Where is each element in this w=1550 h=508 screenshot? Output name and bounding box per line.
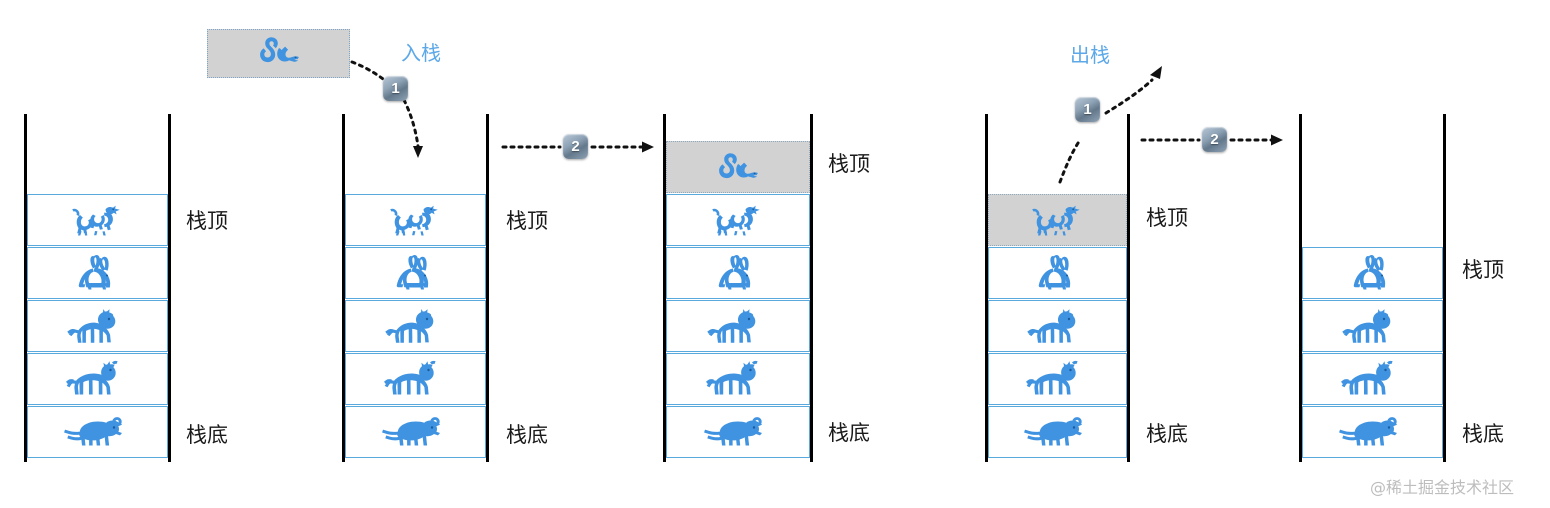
tiger-icon xyxy=(707,307,769,345)
stack-cell-ox[interactable] xyxy=(1302,353,1443,405)
stack-cell-dragon[interactable] xyxy=(27,194,168,246)
stack-wall-right xyxy=(1127,114,1130,462)
push-step-2-badge: 2 xyxy=(563,134,588,159)
tiger-icon xyxy=(66,307,129,345)
stack-cell-rabbit[interactable] xyxy=(27,247,168,299)
stack-cell-dragon[interactable] xyxy=(345,194,486,246)
stack-cell-rat[interactable] xyxy=(666,406,810,458)
ox-icon xyxy=(1340,360,1405,398)
stack-wall-left xyxy=(24,114,27,462)
stack-cell-rabbit[interactable] xyxy=(988,247,1127,299)
stack-cell-ox[interactable] xyxy=(666,353,810,405)
ox-icon xyxy=(1025,360,1090,398)
stack-cell-tiger[interactable] xyxy=(666,300,810,352)
stack-wall-right xyxy=(810,114,813,462)
stack-cells xyxy=(1302,247,1443,458)
stack-wall-right xyxy=(168,114,171,462)
snake-icon xyxy=(710,150,766,184)
push-operation-label: 入栈 xyxy=(401,41,441,65)
stack-cell-rat[interactable] xyxy=(345,406,486,458)
stack-after-pop xyxy=(1299,114,1446,462)
stack-cell-snake[interactable] xyxy=(666,141,810,193)
stack1-bottom-label: 栈底 xyxy=(186,423,228,447)
ox-icon xyxy=(383,360,448,398)
stack-cell-rat[interactable] xyxy=(988,406,1127,458)
stack-cell-dragon[interactable] xyxy=(666,194,810,246)
dragon-icon xyxy=(386,200,446,240)
rat-icon xyxy=(1338,416,1408,448)
tiger-icon xyxy=(384,307,447,345)
stack-before-pop xyxy=(985,114,1130,462)
stack-cell-tiger[interactable] xyxy=(988,300,1127,352)
pop-operation-label: 出栈 xyxy=(1070,43,1110,67)
stack5-top-label: 栈顶 xyxy=(1462,258,1504,282)
stack4-bottom-label: 栈底 xyxy=(1146,422,1188,446)
tiger-icon xyxy=(1026,307,1089,345)
push-step-1-badge: 1 xyxy=(383,76,408,101)
dragon-icon xyxy=(708,200,768,240)
stack-after-push xyxy=(663,114,813,462)
watermark: @稀土掘金技术社区 xyxy=(1370,478,1515,497)
rabbit-icon xyxy=(393,253,439,293)
stack1-top-label: 栈顶 xyxy=(186,209,228,233)
stack-cell-tiger[interactable] xyxy=(345,300,486,352)
stack-cell-ox[interactable] xyxy=(27,353,168,405)
stack-wall-right xyxy=(1443,114,1446,462)
stack-wall-left xyxy=(985,114,988,462)
rat-icon xyxy=(63,416,133,448)
stack-cells xyxy=(345,194,486,458)
floating-push-item xyxy=(207,29,350,78)
stack-cells xyxy=(27,194,168,458)
stack-cell-rat[interactable] xyxy=(27,406,168,458)
stack2-bottom-label: 栈底 xyxy=(506,423,548,447)
stack4-top-label: 栈顶 xyxy=(1146,206,1188,230)
pop-step-2-badge: 2 xyxy=(1202,127,1227,152)
stack-cell-rabbit[interactable] xyxy=(345,247,486,299)
stack-wall-right xyxy=(486,114,489,462)
stack-cell-rabbit[interactable] xyxy=(1302,247,1443,299)
stack-cells xyxy=(666,141,810,458)
stack3-bottom-label: 栈底 xyxy=(828,421,870,445)
stack-cell-rat[interactable] xyxy=(1302,406,1443,458)
stack-cell-ox[interactable] xyxy=(345,353,486,405)
stack-wall-left xyxy=(663,114,666,462)
stack-push-in-progress xyxy=(342,114,489,462)
stack-cell-dragon[interactable] xyxy=(988,194,1127,246)
stack3-top-label: 栈顶 xyxy=(828,152,870,176)
rabbit-icon xyxy=(715,253,761,293)
stack-cell-tiger[interactable] xyxy=(27,300,168,352)
stack-cell-rabbit[interactable] xyxy=(666,247,810,299)
dragon-icon xyxy=(1028,200,1088,240)
stack5-bottom-label: 栈底 xyxy=(1462,422,1504,446)
dragon-icon xyxy=(68,200,128,240)
stack-cells xyxy=(988,194,1127,458)
stack-before-push xyxy=(24,114,171,462)
snake-icon xyxy=(251,34,307,73)
ox-icon xyxy=(706,360,770,398)
tiger-icon xyxy=(1341,307,1404,345)
rabbit-icon xyxy=(75,253,121,293)
rat-icon xyxy=(703,416,773,448)
rat-icon xyxy=(381,416,451,448)
stack-cell-ox[interactable] xyxy=(988,353,1127,405)
stack2-top-label: 栈顶 xyxy=(506,209,548,233)
rabbit-icon xyxy=(1350,253,1396,293)
pop-step-1-badge: 1 xyxy=(1075,97,1100,122)
ox-icon xyxy=(65,360,130,398)
stack-cell-tiger[interactable] xyxy=(1302,300,1443,352)
rat-icon xyxy=(1023,416,1093,448)
stack-wall-left xyxy=(342,114,345,462)
rabbit-icon xyxy=(1035,253,1081,293)
stack-wall-left xyxy=(1299,114,1302,462)
